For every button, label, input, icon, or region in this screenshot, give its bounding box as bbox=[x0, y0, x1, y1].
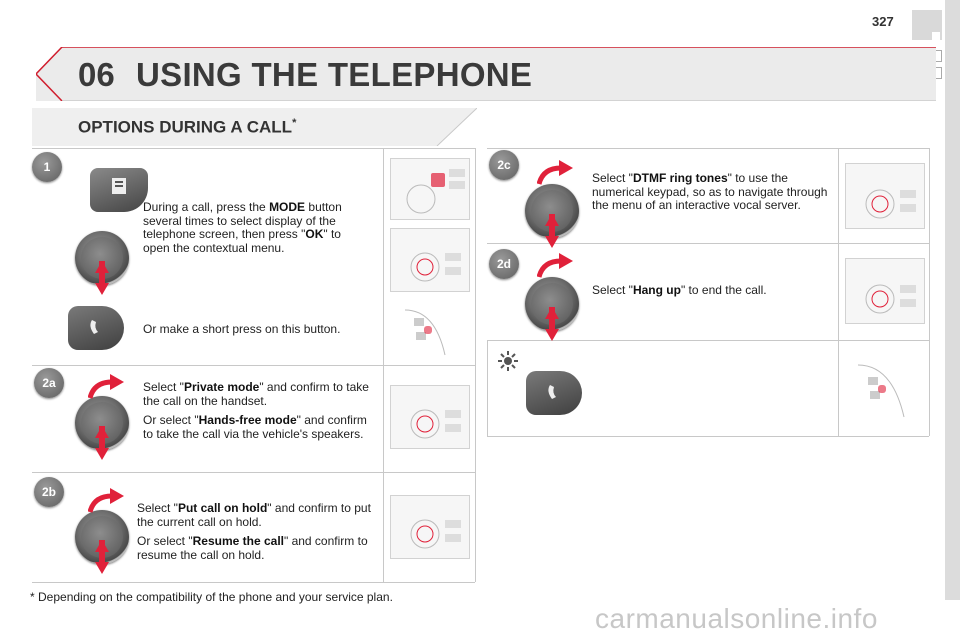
chapter-number: 06 bbox=[78, 56, 115, 93]
divider bbox=[32, 365, 475, 366]
selector-knob-image bbox=[75, 231, 129, 295]
radio-panel-image bbox=[390, 228, 470, 292]
step-badge-2b: 2b bbox=[34, 477, 64, 507]
step-1-alt-text: Or make a short press on this button. bbox=[143, 322, 341, 336]
curved-arrow-icon bbox=[88, 488, 124, 513]
step-badge-2c: 2c bbox=[489, 150, 519, 180]
steering-controls-image bbox=[400, 300, 460, 360]
tip-sun-icon bbox=[498, 351, 518, 371]
divider bbox=[32, 582, 475, 583]
divider bbox=[487, 148, 929, 149]
page-number: 327 bbox=[872, 14, 894, 29]
selector-knob-image bbox=[75, 510, 129, 574]
divider bbox=[32, 148, 475, 149]
watermark: carmanualsonline.info bbox=[595, 603, 878, 634]
step-2a-text: Select "Private mode" and confirm to tak… bbox=[143, 380, 369, 441]
steering-controls-image bbox=[852, 355, 922, 425]
selector-knob-image bbox=[525, 184, 579, 248]
section-band bbox=[32, 108, 477, 146]
radio-panel-image bbox=[845, 163, 925, 229]
radio-panel-image bbox=[390, 495, 470, 559]
step-badge-1: 1 bbox=[32, 152, 62, 182]
footnote: * Depending on the compatibility of the … bbox=[30, 590, 393, 604]
section-title: OPTIONS DURING A CALL* bbox=[78, 117, 297, 137]
mode-panel-image bbox=[390, 158, 470, 220]
corner-tab-mark bbox=[932, 32, 940, 40]
step-badge-2a: 2a bbox=[34, 368, 64, 398]
divider bbox=[487, 243, 929, 244]
arrow-updown-icon bbox=[545, 214, 559, 248]
step-1-text: During a call, press the MODE button sev… bbox=[143, 200, 342, 255]
selector-knob-image bbox=[525, 277, 579, 341]
page-edge-strip bbox=[945, 0, 960, 600]
divider bbox=[487, 340, 929, 341]
handset-button-image bbox=[68, 306, 124, 350]
curved-arrow-icon bbox=[88, 374, 124, 399]
divider bbox=[32, 472, 475, 473]
radio-panel-image bbox=[390, 385, 470, 449]
title-banner bbox=[36, 47, 936, 101]
mode-button-image bbox=[90, 168, 148, 212]
phone-icon bbox=[90, 320, 98, 334]
chapter-title: USING THE TELEPHONE bbox=[136, 56, 533, 93]
step-2d-text: Select "Hang up" to end the call. bbox=[592, 283, 767, 297]
divider bbox=[929, 148, 930, 436]
divider bbox=[487, 436, 929, 437]
divider bbox=[475, 148, 476, 582]
curved-arrow-icon bbox=[537, 160, 573, 185]
step-2b-text: Select "Put call on hold" and confirm to… bbox=[137, 501, 371, 562]
mode-icon bbox=[112, 178, 126, 194]
radio-panel-image bbox=[845, 258, 925, 324]
selector-knob-image bbox=[75, 396, 129, 460]
arrow-updown-icon bbox=[545, 307, 559, 341]
curved-arrow-icon bbox=[537, 253, 573, 278]
divider bbox=[838, 148, 839, 436]
divider bbox=[487, 340, 488, 436]
arrow-down-icon bbox=[95, 261, 109, 295]
step-badge-2d: 2d bbox=[489, 249, 519, 279]
arrow-updown-icon bbox=[95, 426, 109, 460]
phone-icon bbox=[548, 385, 556, 399]
arrow-updown-icon bbox=[95, 540, 109, 574]
divider bbox=[383, 148, 384, 582]
step-2c-text: Select "DTMF ring tones" to use the nume… bbox=[592, 171, 828, 212]
handset-button-image bbox=[526, 371, 582, 415]
